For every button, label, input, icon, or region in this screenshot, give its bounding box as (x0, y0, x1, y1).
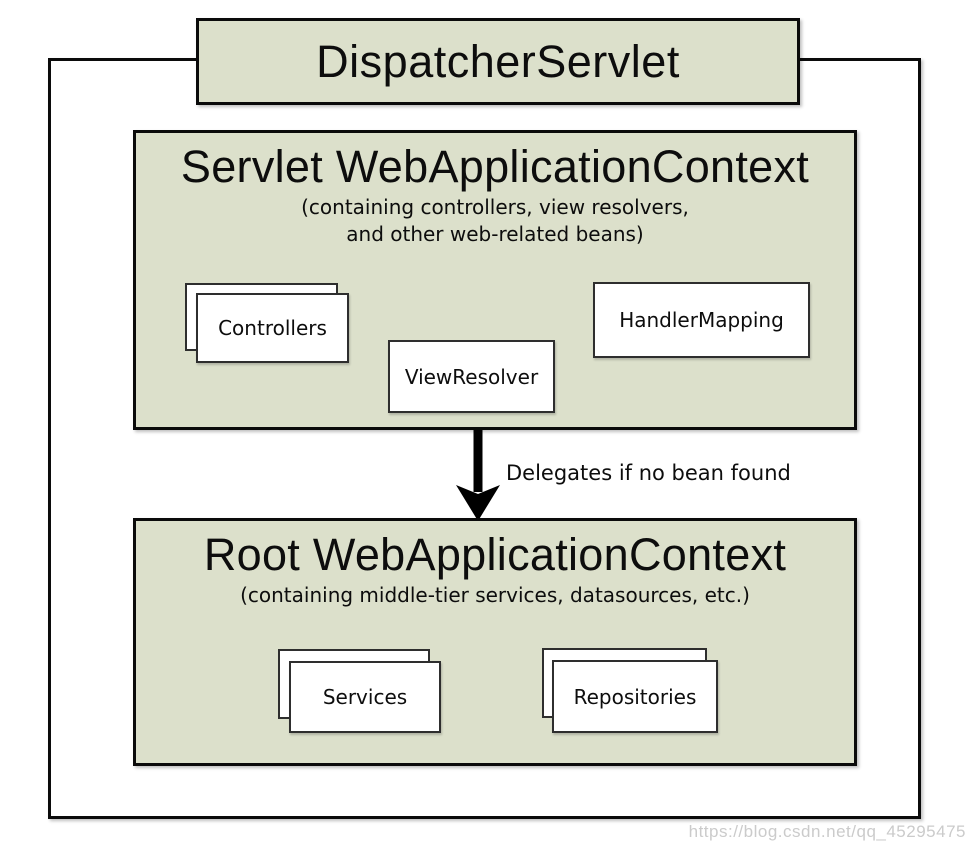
handlermapping-label: HandlerMapping (619, 308, 784, 332)
dispatcher-servlet-box: DispatcherServlet (196, 18, 800, 105)
root-context-box: Root WebApplicationContext (containing m… (133, 518, 857, 766)
servlet-context-subtitle-line1: (containing controllers, view resolvers, (301, 195, 689, 219)
repositories-label: Repositories (573, 684, 697, 709)
controllers-box: Controllers (196, 293, 349, 363)
watermark-text: https://blog.csdn.net/qq_45295475 (688, 822, 966, 841)
services-label: Services (322, 685, 408, 709)
servlet-context-title: Servlet WebApplicationContext (180, 141, 810, 192)
handlermapping-box: HandlerMapping (593, 282, 810, 358)
root-context-subtitle: (containing middle-tier services, dataso… (240, 583, 750, 607)
servlet-context-subtitle-line2: and other web-related beans) (346, 222, 644, 246)
viewresolver-box: ViewResolver (388, 340, 555, 413)
dispatcher-servlet-label: DispatcherServlet (316, 35, 680, 87)
viewresolver-label: ViewResolver (404, 364, 539, 389)
delegation-arrow-label: Delegates if no bean found (506, 461, 791, 485)
services-box: Services (289, 661, 441, 733)
delegation-down-arrow-icon (456, 430, 500, 521)
repositories-box: Repositories (552, 660, 718, 733)
controllers-label: Controllers (218, 316, 327, 340)
root-context-title: Root WebApplicationContext (203, 529, 787, 580)
